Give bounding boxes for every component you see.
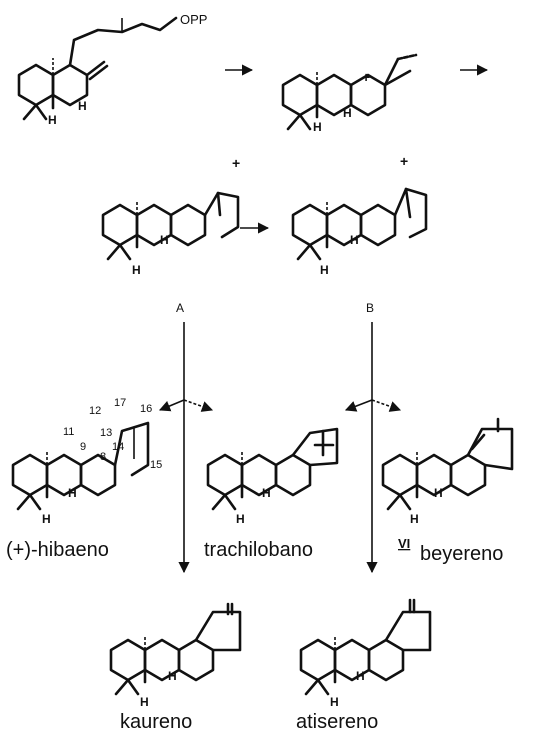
atiserene-structure: [301, 598, 432, 694]
num-12: 12: [89, 405, 101, 417]
trachilobano-label: trachilobano: [204, 539, 313, 561]
num-17: 17: [114, 397, 126, 409]
beyerene-structure: [383, 417, 514, 509]
arrow-a-right: [183, 399, 214, 412]
h-label-hib2: H: [42, 512, 51, 526]
kauranyl-cation-b: [293, 187, 428, 259]
h-label-bey: H: [434, 486, 443, 500]
plus-label-1: +: [362, 69, 370, 85]
h-label-tra: H: [262, 486, 271, 500]
h-label-ati: H: [356, 669, 365, 683]
h-label-b2: H: [320, 263, 329, 277]
kaureno-label: kaureno: [120, 711, 192, 733]
num-9: 9: [80, 441, 86, 453]
label-a: A: [176, 301, 184, 315]
kaurene-structure: [111, 602, 242, 694]
label-b: B: [366, 301, 374, 315]
h-label-kau2: H: [140, 695, 149, 709]
hibaeno-label: (+)-hibaeno: [6, 539, 109, 561]
arrow-a-left: [158, 399, 185, 412]
beyereno-label: beyereno: [420, 543, 503, 565]
num-11: 11: [63, 426, 74, 438]
num-13: 13: [100, 427, 112, 439]
hibaene-structure: [13, 421, 150, 509]
beyeranyl-cation-a: [103, 191, 240, 259]
h-label-ati2: H: [330, 695, 339, 709]
h-label-a2: H: [132, 263, 141, 277]
h-label-bey2: H: [410, 512, 419, 526]
h-label-1: H: [48, 113, 57, 127]
arrow-b-right: [371, 399, 402, 412]
num-16: 16: [140, 403, 152, 415]
num-15: 15: [150, 459, 162, 471]
h-label-a: H: [160, 233, 169, 247]
h-label-tra2: H: [236, 512, 245, 526]
beyereno-mark: VI: [398, 536, 410, 551]
h-label-hib: H: [68, 486, 77, 500]
h-label-1b: H: [78, 99, 87, 113]
plus-label-a: +: [232, 155, 240, 171]
h-label-2b: H: [313, 120, 322, 134]
num-14: 14: [112, 441, 124, 453]
h-label-2: H: [343, 106, 352, 120]
plus-label-b: +: [400, 153, 408, 169]
pimarenyl-cation: [283, 53, 418, 129]
h-label-kau: H: [168, 669, 177, 683]
ggpp-cyclized-intermediate: [17, 16, 178, 121]
num-8: 8: [100, 451, 106, 463]
h-label-b: H: [350, 233, 359, 247]
opp-label: OPP: [180, 12, 207, 27]
arrow-b-left: [344, 399, 373, 412]
trachilobane-structure: [208, 427, 339, 509]
atisereno-label: atisereno: [296, 711, 378, 733]
